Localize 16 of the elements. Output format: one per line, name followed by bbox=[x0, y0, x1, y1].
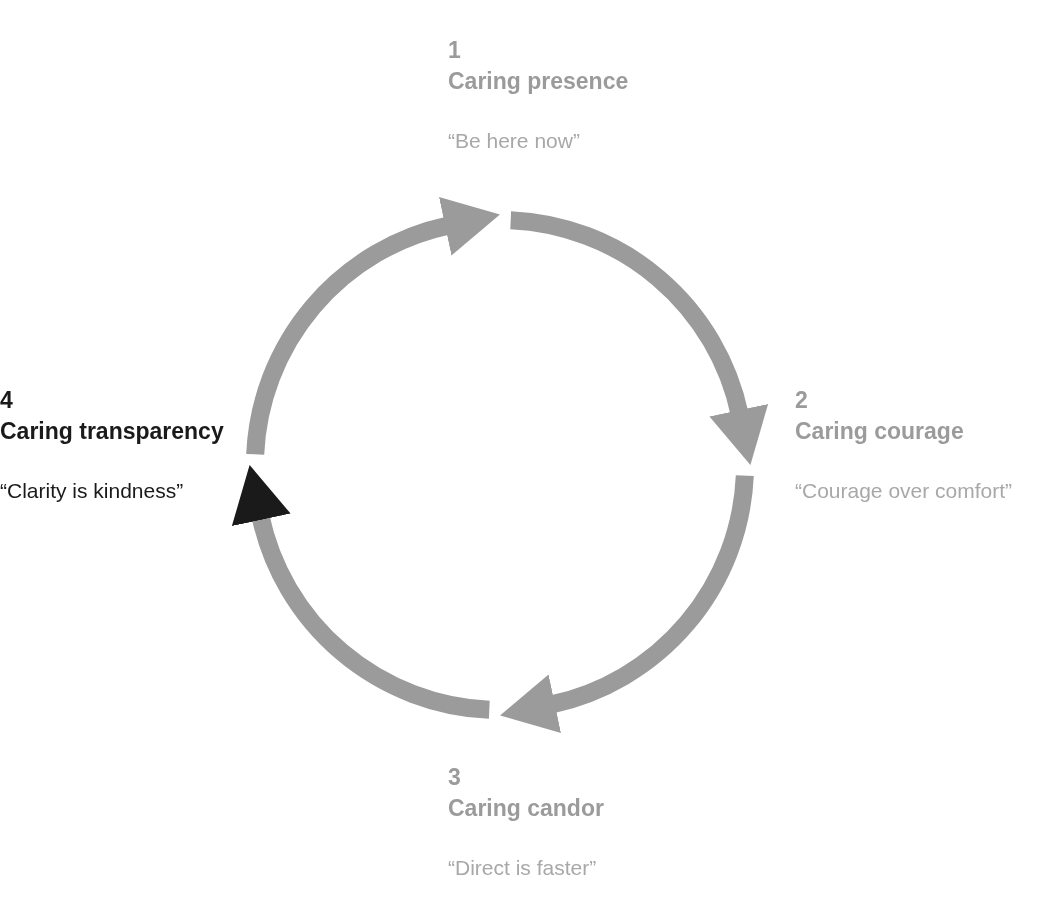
step-quote: “Courage over comfort” bbox=[795, 478, 1013, 504]
step-title: Caring transparency bbox=[0, 417, 224, 446]
step-quote: “Direct is faster” bbox=[448, 855, 597, 881]
step-title: Caring candor bbox=[448, 794, 604, 823]
step-quote: “Be here now” bbox=[448, 128, 580, 154]
cycle-arrow bbox=[509, 211, 768, 465]
step-number: 4 bbox=[0, 386, 13, 415]
step-title: Caring presence bbox=[448, 67, 629, 96]
step-title: Caring courage bbox=[795, 417, 964, 446]
step-quote: “Clarity is kindness” bbox=[0, 478, 184, 504]
step-number: 2 bbox=[795, 386, 808, 415]
cycle-arrow bbox=[232, 465, 491, 719]
step-number: 1 bbox=[448, 36, 461, 65]
cycle-arrow bbox=[500, 474, 754, 733]
cycle-arrow bbox=[246, 197, 500, 456]
step-number: 3 bbox=[448, 763, 461, 792]
